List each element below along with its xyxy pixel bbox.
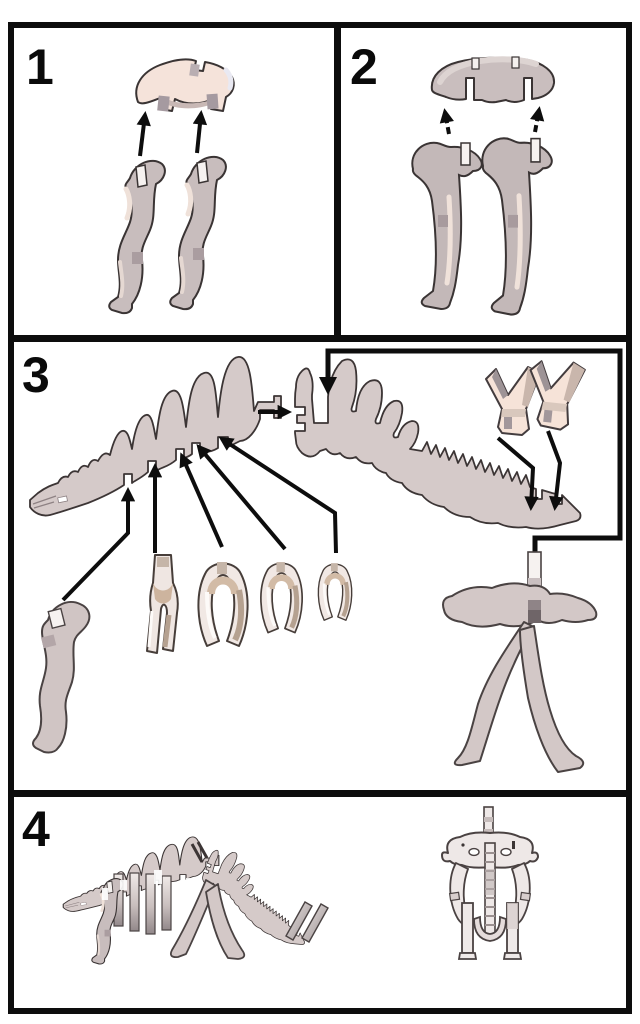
step-3-number: 3 xyxy=(22,347,50,403)
step-2-number: 2 xyxy=(350,39,378,95)
assembled-side-view xyxy=(62,836,329,966)
step-3-panel: 3 xyxy=(22,347,623,773)
hip-attach-arrows xyxy=(136,110,208,157)
neck-brace-piece xyxy=(32,601,91,754)
front-leg-left-piece xyxy=(412,143,481,309)
step-1-number: 1 xyxy=(26,39,54,95)
sheet-canvas: 1 2 xyxy=(14,28,626,966)
bracket-connector-arrow xyxy=(319,348,623,555)
rib-arch-medium-piece xyxy=(261,562,302,633)
front-leg-right-piece xyxy=(482,138,551,314)
step-4-panel: 4 xyxy=(22,801,539,966)
sheet-frame: 1 2 xyxy=(8,22,632,1014)
hind-legs-side xyxy=(169,879,246,960)
rib-medium-arrow xyxy=(196,443,287,551)
up-arrow-icon xyxy=(439,108,454,135)
tail-spike-right-piece xyxy=(523,357,587,433)
panel-dividers xyxy=(14,28,626,797)
assembled-front-view xyxy=(441,806,539,960)
leg-assembly-piece xyxy=(442,551,598,773)
step-4-number: 4 xyxy=(22,801,50,857)
rib-fork-piece xyxy=(147,555,178,653)
rib-large-arrow xyxy=(179,452,224,548)
neck-brace-arrow xyxy=(61,487,136,602)
up-arrow-icon xyxy=(192,110,208,154)
rib-attach-arrows xyxy=(61,404,564,602)
hatch-mark xyxy=(190,841,209,863)
rib-arch-small-piece xyxy=(318,563,351,620)
tail-spike-left-piece xyxy=(485,366,541,436)
step-2-panel: 2 xyxy=(350,39,556,315)
rib-small-arrow xyxy=(218,436,338,554)
rib-bars xyxy=(113,872,172,935)
hind-leg-left-piece xyxy=(109,161,165,313)
up-arrow-icon xyxy=(136,111,151,157)
shoulder-attach-arrows xyxy=(439,106,545,135)
hip-plate-piece xyxy=(135,58,235,112)
step-1-panel: 1 xyxy=(26,39,235,313)
hind-leg-right-piece xyxy=(170,157,226,309)
up-arrow-icon xyxy=(530,106,545,133)
rib-arch-large-piece xyxy=(198,562,247,646)
spike-right-arrow xyxy=(546,430,564,511)
shoulder-plate-piece xyxy=(430,56,556,104)
spike-left-arrow xyxy=(496,436,539,511)
tail-spikes-side xyxy=(285,901,329,943)
joint-tabs xyxy=(102,870,194,900)
